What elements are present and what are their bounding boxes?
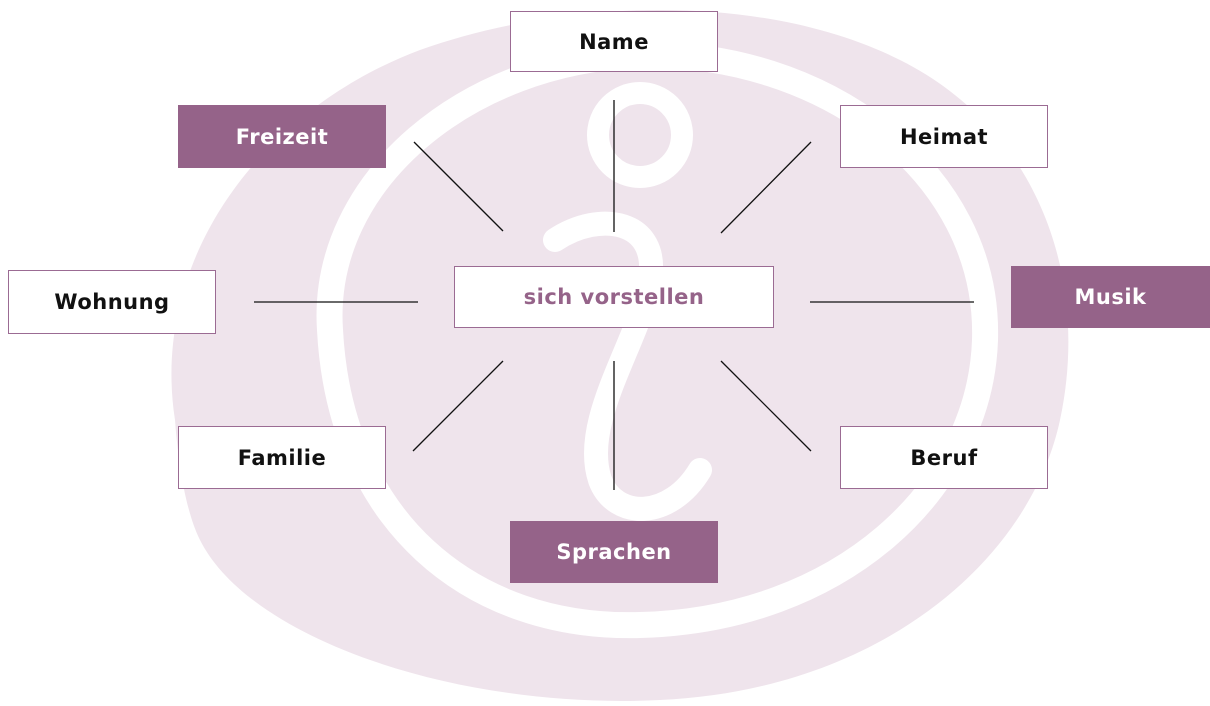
node-familie-label: Familie xyxy=(237,445,327,470)
node-name: Name xyxy=(510,11,718,72)
node-musik-label: Musik xyxy=(1074,285,1147,309)
node-sprachen-label: Sprachen xyxy=(556,540,672,564)
center-node-label: sich vorstellen xyxy=(523,285,705,309)
node-beruf-label: Beruf xyxy=(910,445,978,470)
watermark-i-dot xyxy=(587,82,693,188)
connector-freizeit xyxy=(413,141,504,232)
center-node: sich vorstellen xyxy=(454,266,774,328)
node-sprachen: Sprachen xyxy=(510,521,718,583)
node-wohnung: Wohnung xyxy=(8,270,216,334)
node-freizeit-label: Freizeit xyxy=(235,124,329,149)
node-musik: Musik xyxy=(1011,266,1210,328)
node-wohnung-label: Wohnung xyxy=(54,290,170,314)
connector-familie xyxy=(412,360,504,452)
watermark-ring xyxy=(316,41,999,639)
node-heimat-label: Heimat xyxy=(899,124,989,149)
node-beruf: Beruf xyxy=(840,426,1048,489)
node-freizeit: Freizeit xyxy=(178,105,386,168)
watermark-i-stem xyxy=(543,211,712,521)
node-name-label: Name xyxy=(579,29,649,54)
node-heimat: Heimat xyxy=(840,105,1048,168)
node-familie: Familie xyxy=(178,426,386,489)
connector-beruf xyxy=(720,360,812,452)
connector-heimat xyxy=(720,141,812,234)
